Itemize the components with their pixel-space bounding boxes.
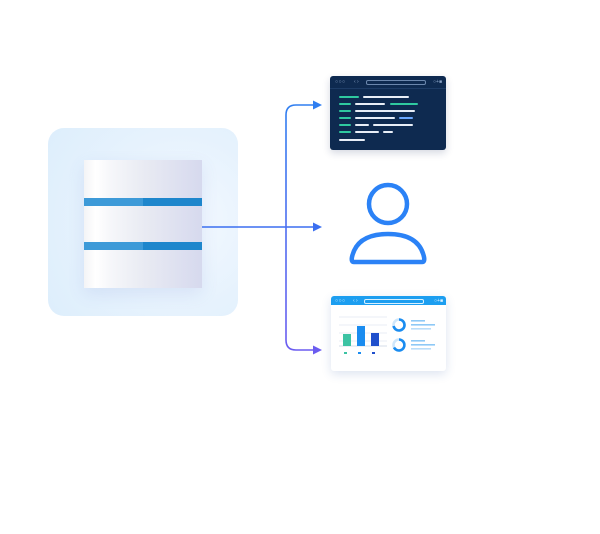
code-line — [339, 124, 351, 126]
code-line — [355, 124, 369, 126]
code-line — [355, 110, 415, 112]
mini-bar — [357, 326, 365, 346]
window-actions-icon: ○+■ — [434, 297, 443, 304]
window-dots-icon: ○○○ — [335, 297, 346, 304]
code-editor-window-icon: ○○○ ‹ › ○+■ — [330, 76, 446, 150]
mini-donut — [392, 318, 406, 332]
address-bar-shape — [366, 80, 426, 85]
window-actions-icon: ○+■ — [433, 79, 442, 85]
connector-trunk — [285, 104, 316, 351]
code-line — [399, 117, 413, 119]
code-line — [355, 131, 379, 133]
code-line — [339, 117, 351, 119]
mini-bar — [343, 334, 351, 346]
dashboard-window-icon: ○○○ ‹ › ○+■ — [331, 296, 446, 371]
code-line — [339, 96, 359, 98]
server-band-lower — [84, 242, 202, 250]
code-line — [383, 131, 393, 133]
arrowhead-middle — [313, 222, 322, 232]
code-line — [339, 110, 351, 112]
mini-donut — [392, 338, 406, 352]
arrowhead-bottom — [313, 345, 322, 355]
arrowhead-top — [313, 100, 322, 110]
dashboard-titlebar: ○○○ ‹ › ○+■ — [331, 296, 446, 305]
code-line — [373, 124, 413, 126]
dashboard-content-icon — [339, 316, 435, 354]
code-line — [339, 131, 351, 133]
code-line — [339, 139, 365, 141]
mini-bar — [371, 333, 379, 346]
server-band-upper — [84, 198, 202, 206]
code-line — [363, 96, 409, 98]
code-line — [339, 103, 351, 105]
window-dots-icon: ○○○ — [335, 79, 346, 85]
address-bar-shape — [364, 298, 424, 304]
code-line — [355, 117, 395, 119]
nav-arrows-icon: ‹ › — [354, 79, 359, 85]
server-stack-icon — [84, 160, 202, 288]
nav-arrows-icon: ‹ › — [353, 297, 358, 304]
code-window-titlebar: ○○○ ‹ › ○+■ — [330, 76, 446, 89]
code-line — [390, 103, 418, 105]
code-line — [355, 103, 385, 105]
user-icon — [349, 182, 427, 265]
